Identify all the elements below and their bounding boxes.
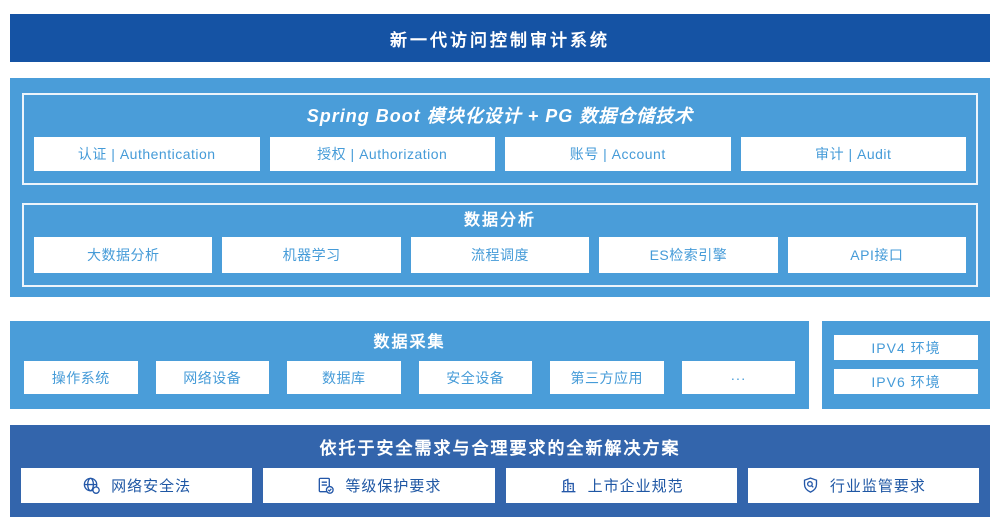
ipv6-env-box: IPV6 环境 xyxy=(834,369,978,394)
source-network-devices: 网络设备 xyxy=(155,361,269,394)
item-cybersecurity-law: 网络安全法 xyxy=(21,468,253,503)
source-more-ellipsis: ··· xyxy=(681,361,795,394)
module-authentication: 认证 | Authentication xyxy=(34,137,260,171)
source-operating-system: 操作系统 xyxy=(24,361,138,394)
item-label: 网络安全法 xyxy=(111,478,192,495)
platform-layer: Spring Boot 模块化设计 + PG 数据仓储技术 认证 | Authe… xyxy=(10,78,990,297)
source-third-party-apps: 第三方应用 xyxy=(550,361,664,394)
source-security-devices: 安全设备 xyxy=(418,361,532,394)
item-label: 行业监管要求 xyxy=(829,478,926,495)
module-api: API接口 xyxy=(787,237,967,273)
solution-items-row: 网络安全法 等级保护要求 xyxy=(21,468,979,503)
document-check-icon xyxy=(319,477,335,494)
item-label: 等级保护要求 xyxy=(345,478,442,495)
item-listed-company-standards: 上市企业规范 xyxy=(505,468,737,503)
module-authorization: 授权 | Authorization xyxy=(269,137,495,171)
item-label: 上市企业规范 xyxy=(587,478,684,495)
system-title-banner: 新一代访问控制审计系统 xyxy=(10,14,990,62)
spring-boot-panel: Spring Boot 模块化设计 + PG 数据仓储技术 认证 | Authe… xyxy=(22,93,978,185)
module-flow-scheduling: 流程调度 xyxy=(410,237,590,273)
data-collection-block: 数据采集 操作系统 网络设备 数据库 安全设备 第三方应用 ··· xyxy=(10,321,809,409)
module-audit: 审计 | Audit xyxy=(740,137,966,171)
ipv4-env-box: IPV4 环境 xyxy=(834,335,978,360)
data-collection-title: 数据采集 xyxy=(373,334,446,351)
data-analysis-panel: 数据分析 大数据分析 机器学习 流程调度 ES检索引擎 API接口 xyxy=(22,203,978,287)
shield-search-icon xyxy=(803,477,818,493)
analysis-modules-row: 大数据分析 机器学习 流程调度 ES检索引擎 API接口 xyxy=(24,237,976,285)
solution-title: 依托于安全需求与合理要求的全新解决方案 xyxy=(319,439,681,458)
module-bigdata-analysis: 大数据分析 xyxy=(34,237,213,273)
network-env-block: IPV4 环境 IPV6 环境 xyxy=(822,321,990,409)
data-analysis-title: 数据分析 xyxy=(463,212,536,229)
item-industry-regulation: 行业监管要求 xyxy=(747,468,979,503)
solution-layer: 依托于安全需求与合理要求的全新解决方案 网络安全法 xyxy=(10,425,990,517)
buildings-icon xyxy=(561,478,576,493)
module-es-search-engine: ES检索引擎 xyxy=(599,237,778,273)
data-sources-row: 操作系统 网络设备 数据库 安全设备 第三方应用 ··· xyxy=(24,361,795,394)
collection-row: 数据采集 操作系统 网络设备 数据库 安全设备 第三方应用 ··· IPV4 环… xyxy=(10,321,990,409)
auth-modules-row: 认证 | Authentication 授权 | Authorization 账… xyxy=(24,137,976,183)
source-database: 数据库 xyxy=(287,361,401,394)
spring-boot-title: Spring Boot 模块化设计 + PG 数据仓储技术 xyxy=(306,106,694,126)
module-account: 账号 | Account xyxy=(505,137,731,171)
globe-icon xyxy=(83,477,100,494)
system-title: 新一代访问控制审计系统 xyxy=(390,30,610,50)
module-machine-learning: 机器学习 xyxy=(222,237,401,273)
item-classified-protection: 等级保护要求 xyxy=(263,468,495,503)
